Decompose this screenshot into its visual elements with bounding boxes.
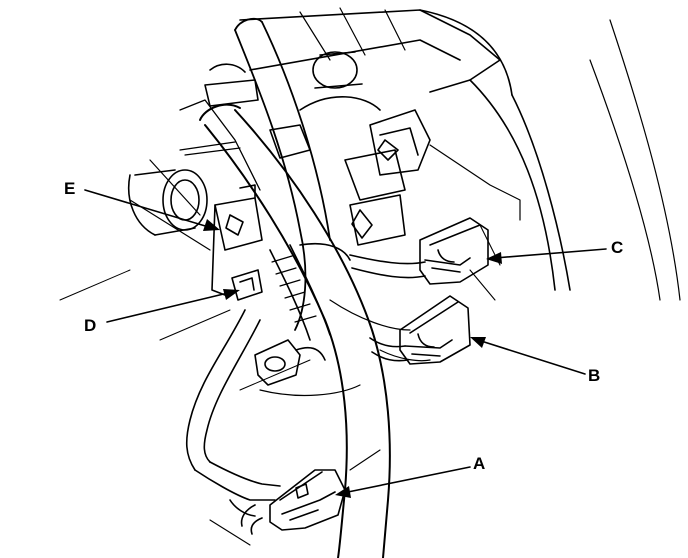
leader-line-c	[494, 248, 607, 259]
connector-b-drawing	[369, 295, 471, 365]
leader-lines	[84, 189, 607, 494]
arrowhead-a	[335, 486, 351, 498]
callout-label-d: D	[84, 316, 97, 335]
callout-label-a: A	[473, 454, 486, 473]
connector-a-drawing	[240, 469, 346, 535]
callout-label-c: C	[611, 238, 624, 257]
upper-loop-tube	[234, 17, 331, 331]
callout-label-b: B	[588, 366, 601, 385]
leader-line-e	[84, 189, 213, 229]
leader-line-b	[477, 339, 586, 375]
corrugated-harness	[185, 244, 331, 517]
arrowhead-d	[223, 289, 240, 300]
main-harness-tube	[199, 103, 391, 558]
bracket-e-drawing	[211, 184, 263, 296]
arrowhead-b	[470, 337, 486, 348]
sensor-body	[128, 141, 241, 236]
leader-line-a	[342, 466, 471, 494]
engine-block	[59, 7, 681, 546]
arrowhead-e	[203, 219, 220, 231]
leader-line-d	[106, 291, 233, 323]
connector-c-drawing	[349, 217, 489, 285]
arrow-heads	[203, 219, 502, 498]
injector-row	[204, 51, 431, 261]
small-connector-drawing	[254, 339, 326, 386]
callout-label-e: E	[64, 179, 76, 198]
clip-d-drawing	[231, 269, 263, 301]
arrowhead-c	[486, 252, 502, 264]
